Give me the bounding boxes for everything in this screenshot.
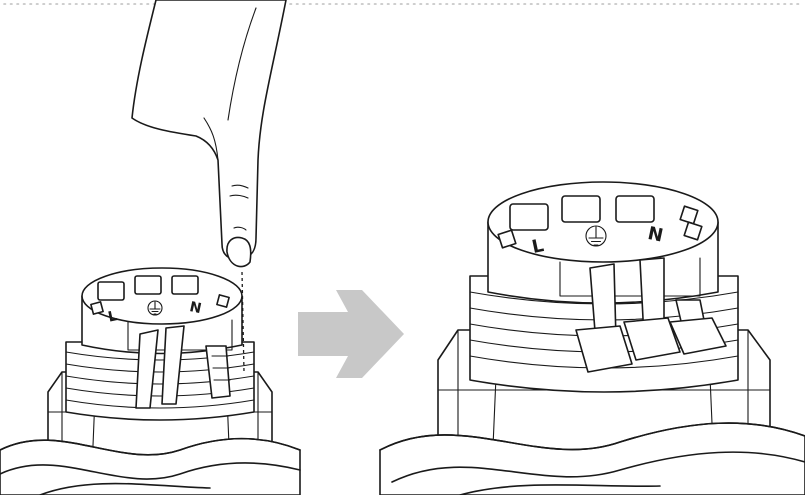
spring-lever-3-left bbox=[205, 345, 231, 399]
wire-slot-center bbox=[134, 275, 162, 295]
cable-left bbox=[0, 437, 301, 495]
press-guide-line bbox=[241, 271, 245, 373]
wire-slot-center-right bbox=[561, 195, 601, 223]
wire-slot-right bbox=[171, 275, 199, 295]
wire-slot-left-right bbox=[509, 203, 549, 231]
ground-icon bbox=[585, 225, 607, 247]
spring-lever-2-left bbox=[161, 325, 185, 405]
terminal-head-right: L N bbox=[487, 181, 727, 373]
left-panel-before: L N bbox=[0, 0, 301, 495]
pointing-finger-icon bbox=[131, 0, 287, 268]
label-neutral-left: N bbox=[188, 299, 203, 317]
right-arrow-icon bbox=[298, 290, 404, 378]
right-panel-after: L N bbox=[379, 181, 805, 495]
terminal-head-left: L N bbox=[81, 267, 243, 409]
spring-lever-1-left bbox=[135, 329, 159, 409]
cable-right bbox=[379, 422, 805, 495]
wire-slot-left bbox=[97, 281, 125, 301]
label-live-right: L bbox=[530, 235, 546, 258]
wire-slot-right-right bbox=[615, 195, 655, 223]
ground-icon bbox=[147, 300, 163, 316]
label-live-left: L bbox=[107, 308, 119, 326]
label-neutral-right: N bbox=[646, 223, 665, 247]
